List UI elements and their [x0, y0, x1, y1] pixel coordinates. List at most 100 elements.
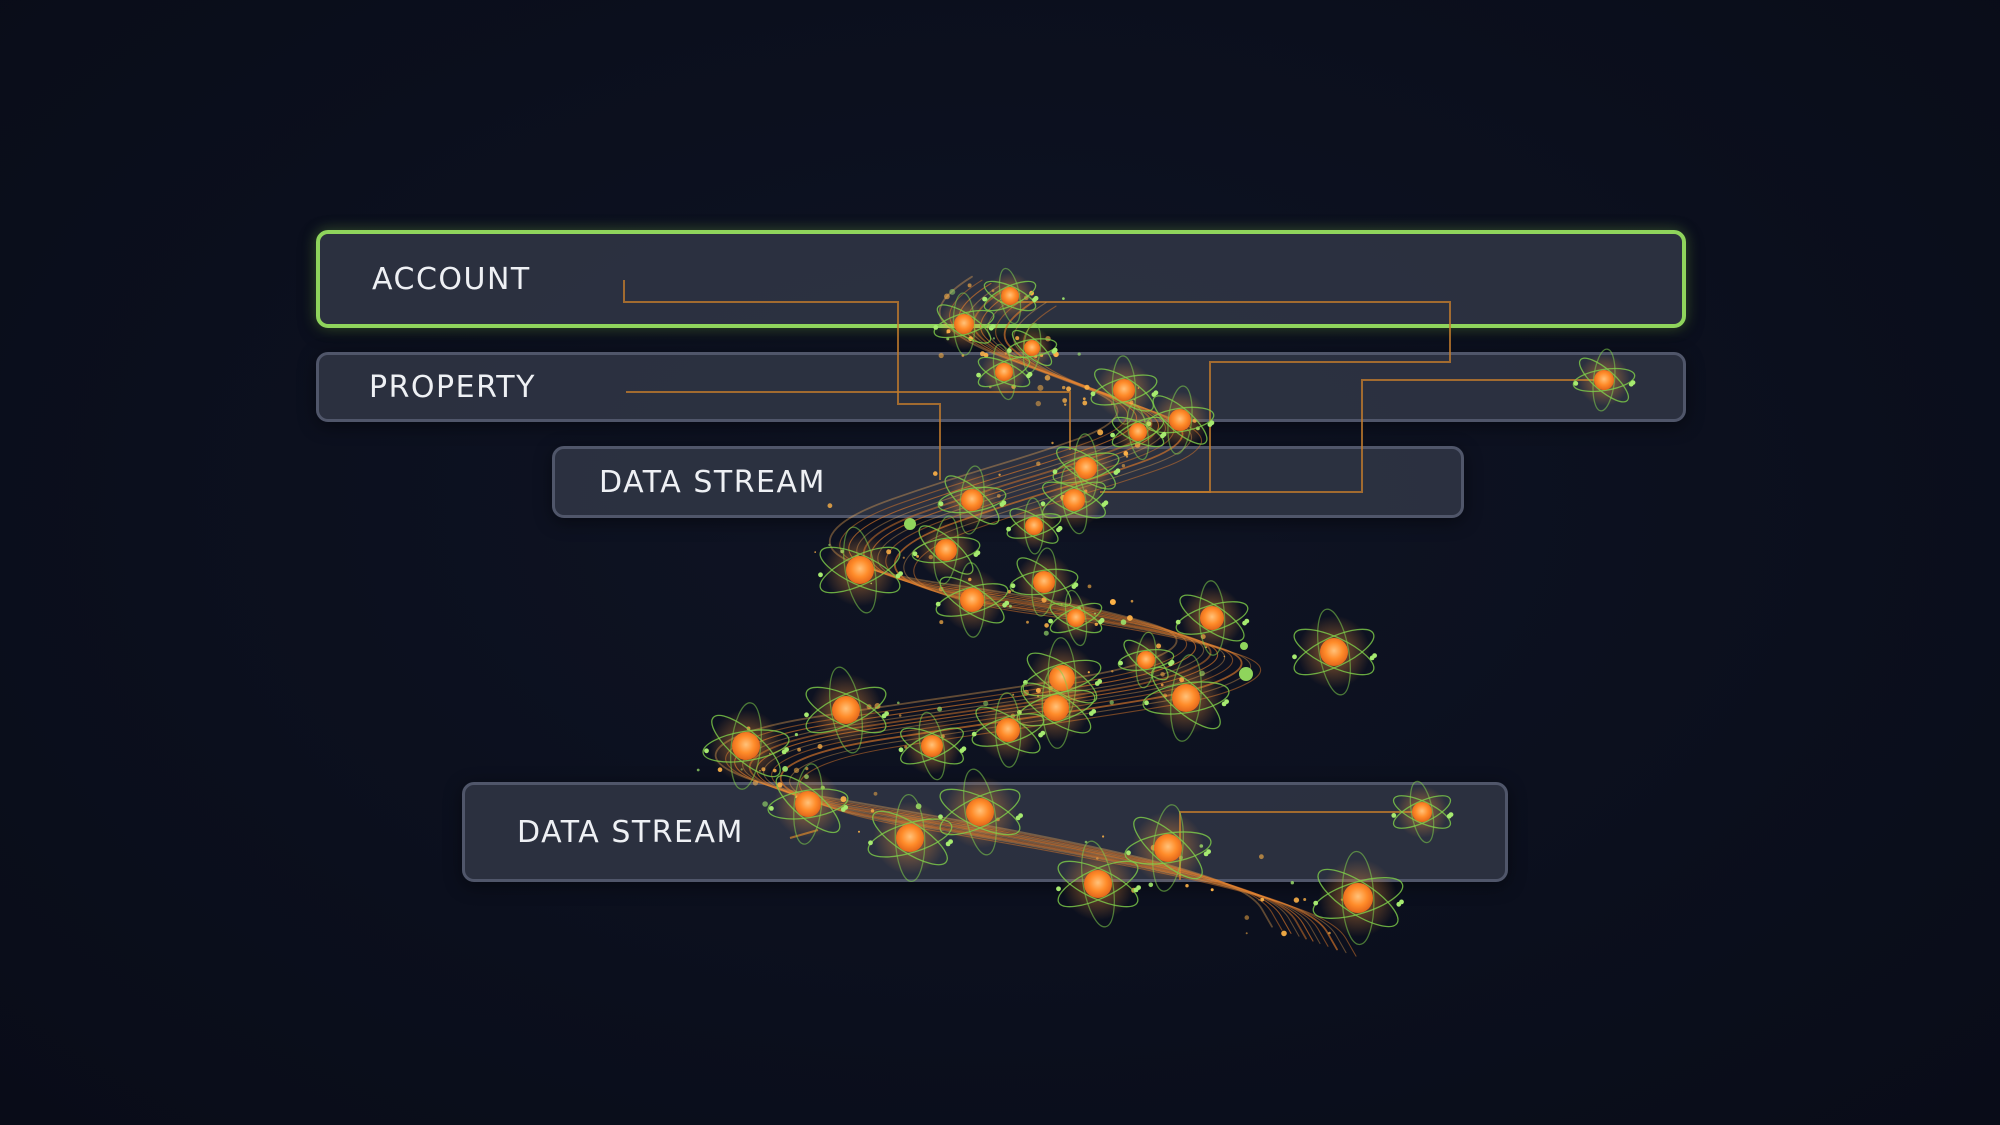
sparkle-dot	[817, 744, 823, 749]
sparkle-dot	[794, 733, 799, 737]
sparkle-dot	[1131, 887, 1137, 893]
sparkle-dot	[1162, 693, 1168, 698]
sparkle-dot	[897, 701, 900, 705]
sparkle-dot	[740, 768, 743, 771]
sparkle-dot	[1060, 603, 1063, 606]
data-stream-label-1: DATA STREAM	[599, 465, 826, 500]
atom-node-icon	[898, 711, 967, 781]
sparkle-dot	[840, 549, 845, 554]
sparkle-dot	[1130, 599, 1134, 603]
sparkle-dot	[886, 549, 892, 555]
sparkle-dot	[1041, 597, 1047, 603]
sparkle-dot	[773, 768, 777, 773]
atom-node-icon	[702, 702, 790, 790]
atom-node-icon	[971, 692, 1046, 768]
sparkle-dot	[1007, 589, 1011, 594]
sparkle-dot	[797, 747, 801, 752]
property-panel[interactable]: PROPERTY	[316, 352, 1686, 422]
account-panel[interactable]: ACCOUNT	[316, 230, 1686, 328]
sparkle-dot	[761, 767, 766, 772]
sparkle-dot	[1011, 589, 1014, 592]
sparkle-dot	[1191, 690, 1197, 696]
atom-node-icon	[1142, 654, 1230, 742]
sparkle-dot	[793, 767, 800, 773]
sparkle-dot	[1044, 623, 1049, 628]
sparkle-dot	[1051, 441, 1054, 445]
sparkle-dot	[1205, 646, 1207, 649]
sparkle-dot	[870, 582, 872, 585]
sparkle-dot	[1043, 630, 1049, 636]
sparkle-dot	[902, 556, 905, 559]
sparkle-dot	[854, 554, 860, 561]
sparkle-dot	[746, 726, 751, 731]
sparkle-dot	[1078, 609, 1083, 613]
sparkle-dot	[1077, 619, 1080, 622]
sparkle-dot	[696, 768, 700, 772]
atom-node-icon	[1117, 631, 1175, 689]
sparkle-dot	[1148, 882, 1154, 888]
sparkle-dot	[1210, 888, 1214, 892]
sparkle-dot	[782, 766, 788, 772]
green-orb	[904, 518, 916, 530]
sparkle-dot	[1008, 604, 1012, 608]
green-orb	[1239, 667, 1253, 681]
sparkle-dot	[1036, 694, 1040, 698]
sparkle-dot	[769, 752, 771, 755]
sparkle-dot	[1185, 884, 1189, 888]
sparkle-dot	[1340, 898, 1344, 901]
sparkle-dot	[1045, 336, 1051, 342]
sparkle-dot	[874, 703, 881, 709]
sparkle-dot	[946, 329, 951, 334]
sparkle-dot	[972, 597, 979, 603]
sparkle-dot	[1094, 622, 1099, 626]
sparkle-dot	[1223, 655, 1226, 658]
sparkle-dot	[1087, 584, 1092, 589]
atom-node-icon	[911, 515, 981, 585]
sparkle-dot	[1260, 897, 1265, 902]
sparkle-dot	[1097, 429, 1104, 436]
sparkle-dot	[1199, 670, 1205, 677]
sparkle-dot	[1160, 683, 1164, 687]
sparkle-dot	[992, 337, 996, 340]
sparkle-dot	[904, 745, 908, 749]
sparkle-dot	[1281, 930, 1287, 937]
atom-node-icon	[1175, 580, 1250, 656]
sparkle-dot	[1077, 606, 1081, 611]
sparkle-dot	[805, 767, 809, 771]
sparkle-dot	[1087, 671, 1090, 674]
sparkle-dot	[1196, 426, 1200, 431]
atom-node-icon	[1022, 637, 1103, 719]
sparkle-dot	[1258, 899, 1260, 901]
sparkle-dot	[1094, 612, 1096, 615]
sparkle-dot	[717, 767, 723, 772]
sparkle-dot	[939, 620, 944, 625]
sparkle-dot	[1012, 693, 1015, 696]
sparkle-dot	[814, 551, 816, 553]
data-stream-panel-2[interactable]: DATA STREAM	[462, 782, 1508, 882]
sparkle-dot	[983, 700, 989, 707]
data-stream-label-2: DATA STREAM	[517, 815, 744, 850]
sparkle-dot	[1015, 336, 1020, 341]
sparkle-dot	[1293, 897, 1300, 903]
sparkle-dot	[916, 555, 919, 558]
atom-node-icon	[1292, 608, 1377, 696]
sparkle-dot	[968, 336, 973, 342]
sparkle-dot	[928, 554, 933, 560]
atom-node-icon	[1016, 667, 1097, 749]
sparkle-dot	[1120, 619, 1127, 625]
atom-node-icon	[1048, 589, 1105, 647]
atom-node-icon	[1009, 547, 1079, 617]
sparkle-dot	[1035, 688, 1041, 693]
sparkle-dot	[866, 704, 872, 710]
sparkle-dot	[1244, 645, 1247, 648]
sparkle-dot	[846, 707, 851, 712]
sparkle-dot	[938, 586, 944, 592]
sparkle-dot	[804, 774, 809, 780]
sparkle-dot	[941, 734, 945, 738]
sparkle-dot	[946, 331, 949, 334]
sparkle-dot	[1328, 931, 1331, 935]
data-stream-panel-1[interactable]: DATA STREAM	[552, 446, 1464, 518]
sparkle-dot	[1179, 677, 1185, 683]
